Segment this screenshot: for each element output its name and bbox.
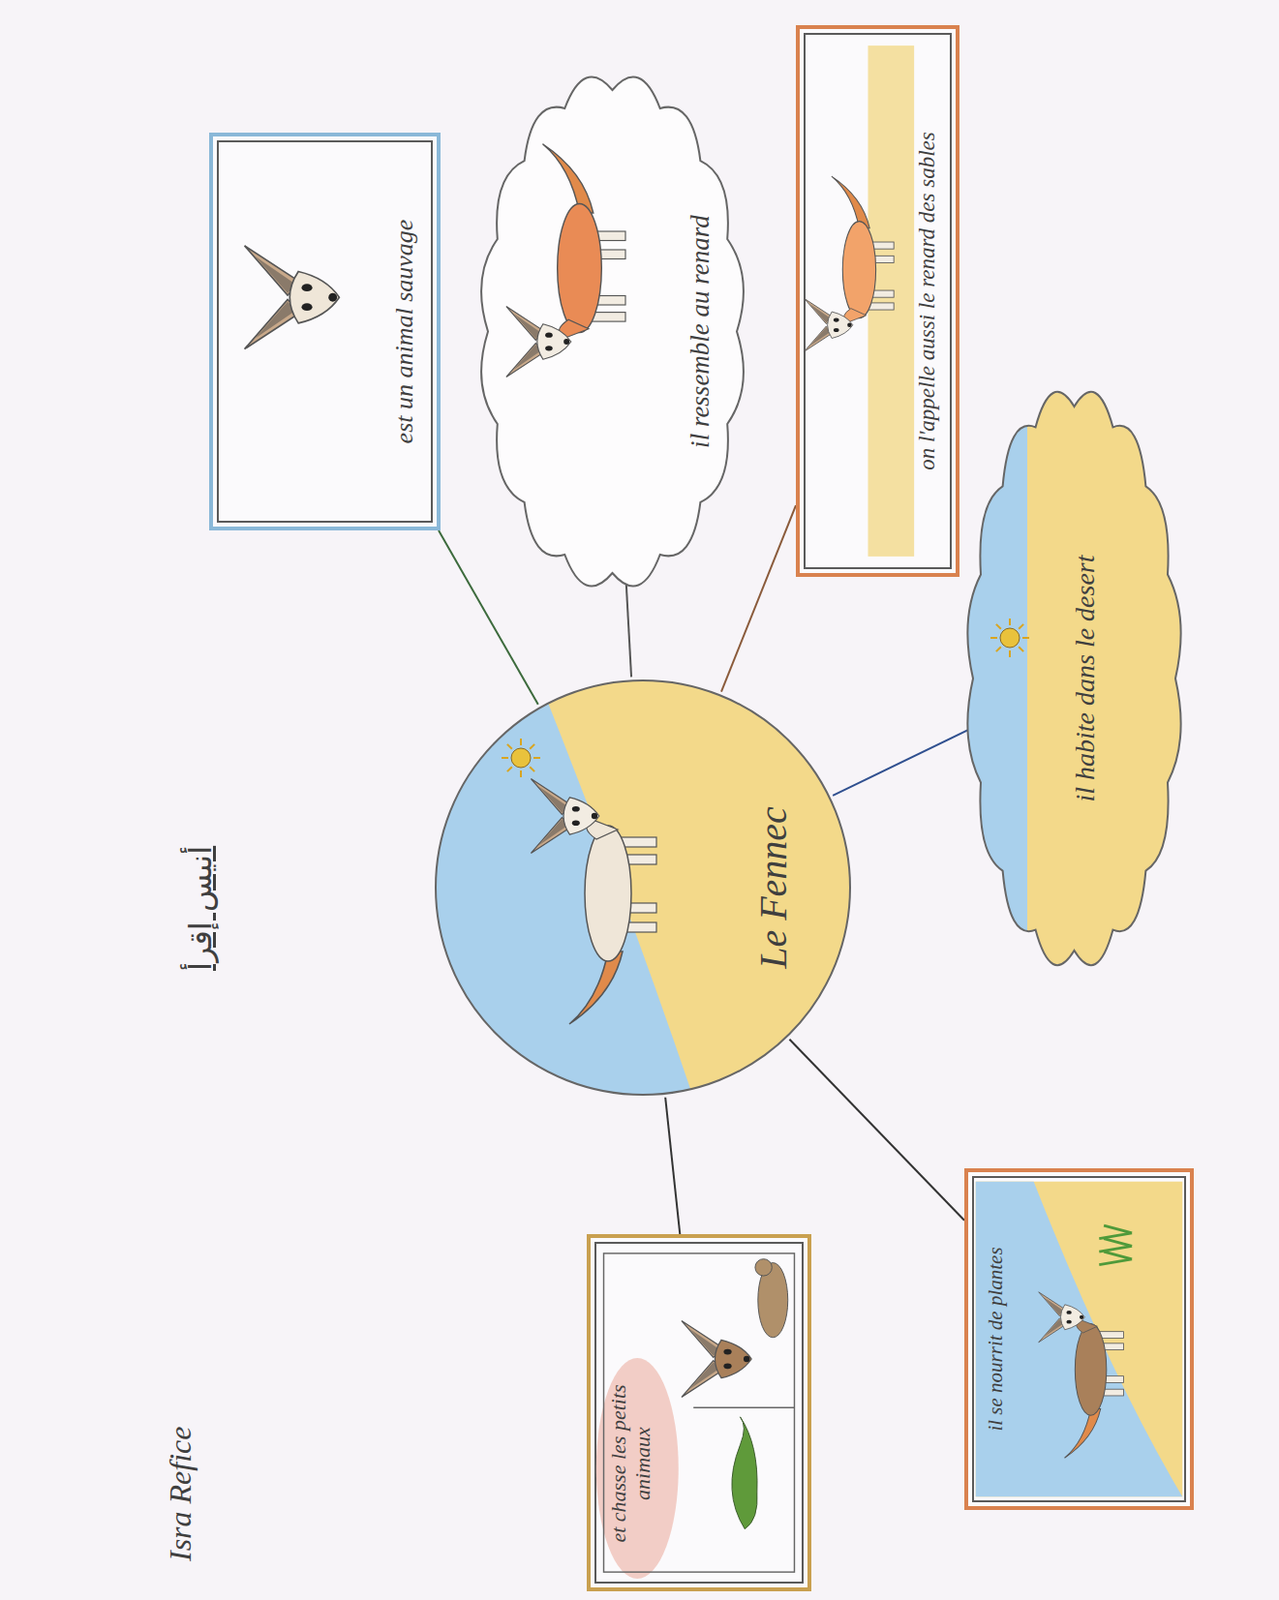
fennec-head xyxy=(506,306,572,378)
idea-cloud: il ressemble au renard xyxy=(474,76,751,587)
fennec-head xyxy=(1038,1292,1086,1343)
connector-line xyxy=(721,505,796,692)
topic-circle: Le Fennec xyxy=(433,678,853,1097)
connector-line xyxy=(438,530,539,705)
node-text: il ressemble au renard xyxy=(685,214,716,449)
fennec-drawing xyxy=(530,779,657,1025)
node-text: et chasse les petits animaux xyxy=(606,1357,656,1571)
node-text: il se nourrit de plantes xyxy=(983,1247,1007,1432)
node-text: Le Fennec xyxy=(751,806,796,970)
sun-symbol xyxy=(501,738,541,778)
idea-box: il se nourrit de plantes xyxy=(964,1168,1194,1511)
connector-line xyxy=(832,728,974,796)
connector-line xyxy=(665,1097,680,1235)
idea-box: est un animal sauvage xyxy=(209,132,441,531)
connector-line xyxy=(789,1039,965,1221)
fennec-head xyxy=(804,298,853,352)
node-text: on l'appelle aussi le renard des sables xyxy=(914,131,941,470)
note-text: أنيس إقرأ xyxy=(182,846,219,972)
fennec-head xyxy=(244,245,340,350)
node-text: est un animal sauvage xyxy=(390,219,420,445)
sun-symbol xyxy=(990,618,1030,658)
author-name: Isra Refice xyxy=(162,1427,199,1563)
idea-cloud: il habite dans le desert xyxy=(959,393,1189,965)
fennec-drawing xyxy=(1038,1292,1125,1459)
fennec-head xyxy=(681,1321,752,1399)
idea-box: on l'appelle aussi le renard des sables xyxy=(795,25,960,578)
fennec-drawing xyxy=(804,176,895,352)
node-text: il habite dans le desert xyxy=(1069,554,1101,802)
idea-box: et chasse les petits animaux xyxy=(586,1234,812,1592)
fennec-drawing xyxy=(506,144,626,378)
fennec-head xyxy=(530,779,599,854)
connector-line xyxy=(625,573,632,677)
